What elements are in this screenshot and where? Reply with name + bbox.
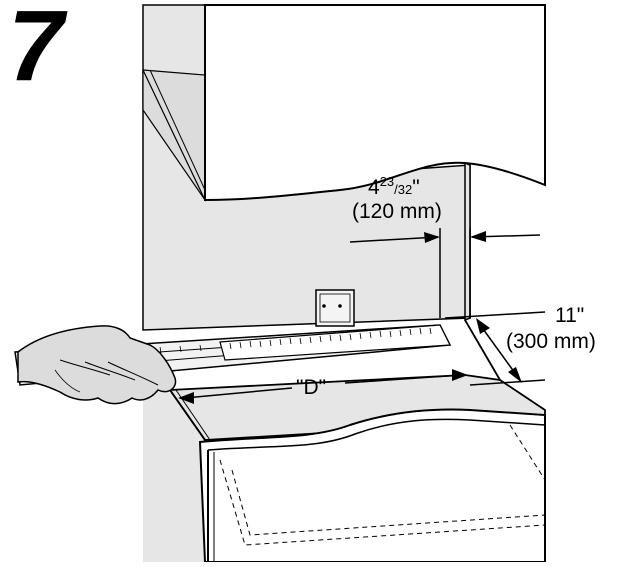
depth-dimension (444, 311, 546, 386)
width-dimension-label: 423/32" (368, 174, 420, 199)
width-dimension-metric: (120 mm) (352, 200, 442, 223)
lower-cabinet (198, 408, 546, 563)
depth-dimension-metric: (300 mm) (506, 330, 596, 353)
mounting-bracket-icon (315, 289, 355, 327)
upper-cabinet (204, 4, 546, 202)
lower-left-wall (143, 390, 205, 562)
d-dimension-label: "D" (296, 376, 326, 399)
step-number: 7 (8, 0, 68, 102)
d-dimension (178, 369, 468, 404)
width-dimension (349, 228, 541, 318)
depth-dimension-imperial: 11" (555, 304, 584, 327)
hand-icon (17, 325, 177, 405)
